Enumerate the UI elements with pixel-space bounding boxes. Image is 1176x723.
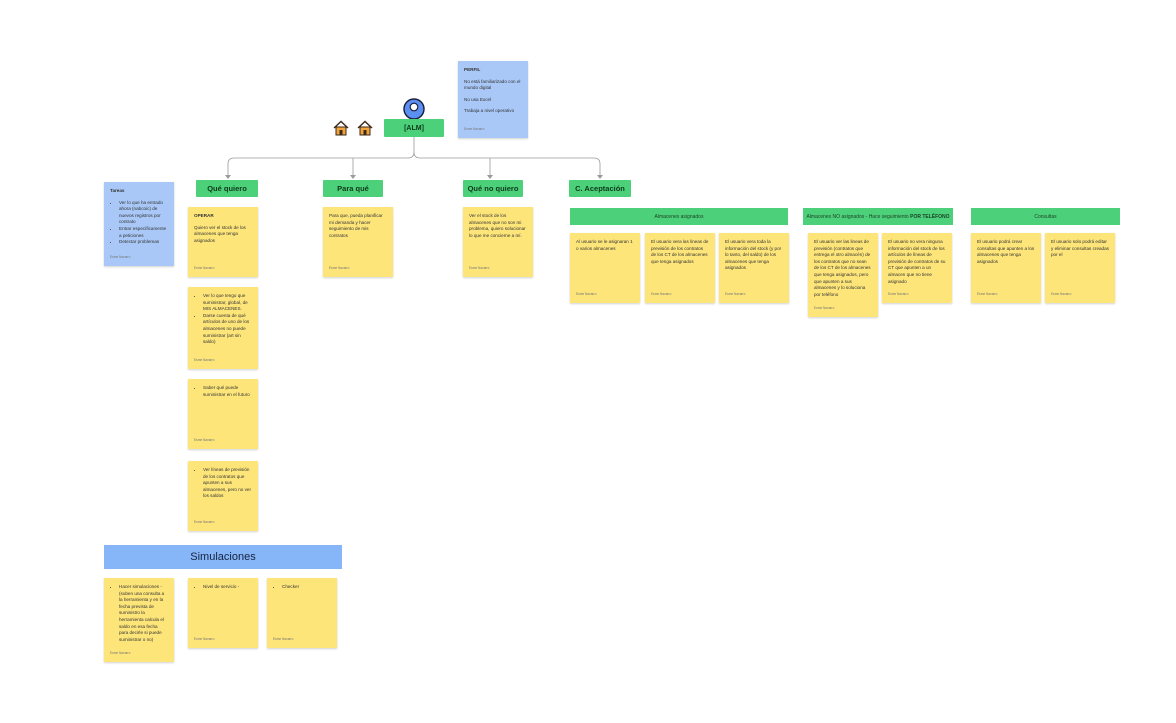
sticky-note[interactable]: Ver lo que tengo que suministrar, global… [188,287,258,369]
note-author: Esme Navarro [194,266,215,271]
task-item: Detectar problemas [119,239,168,246]
sticky-note[interactable]: Al usuario se le asignaran 1 o varios al… [570,233,640,303]
sticky-note[interactable]: Checker Esme Navarro [267,578,337,648]
note-author: Esme Navarro [651,292,672,297]
group-header-almacenes-no-asignados[interactable]: Almacenes NO asignados - Hace seguimient… [803,208,953,225]
persona-label[interactable]: [ALM] [384,119,444,137]
sticky-note[interactable]: Para que, pueda planificar mi demanda y … [323,207,393,277]
sticky-note[interactable]: El usuario ver las lineas de previsión (… [808,233,878,317]
sticky-note[interactable]: Nivel de servicio - Esme Navarro [188,578,258,648]
group-header-emphasis: POR TELÉFONO [910,213,950,220]
note-author: Esme Navarro [194,637,215,642]
note-author: Esme Navarro [110,651,131,656]
column-header-que-quiero[interactable]: Qué quiero [196,180,258,197]
note-title: OPERAR [194,213,214,218]
note-item: Checker [282,584,331,591]
column-header-aceptacion[interactable]: C. Aceptación [569,180,631,197]
profile-title: PERFIL [464,67,481,72]
simulaciones-header[interactable]: Simulaciones [104,545,342,569]
note-item: Saber qué puede suministrar en el futuro [203,385,252,398]
column-header-que-no-quiero[interactable]: Qué no quiero [463,180,523,197]
note-item: Ver líneas de previsión de los contratos… [203,467,252,500]
profile-note[interactable]: PERFIL No está familiarizado con el mund… [458,61,528,138]
note-item: Nivel de servicio - [203,584,252,591]
tasks-note[interactable]: Tareas Ver lo que ha entrado ahora (nabc… [104,182,174,266]
sticky-note[interactable]: El usuario no vera ninguna información d… [882,233,952,303]
note-text: El usuario podrá crear consultas que apu… [977,239,1035,264]
house-icon [357,120,373,136]
note-item: Ver lo que tengo que suministrar, global… [203,293,252,313]
sticky-note[interactable]: OPERAR Quiero ver el stock de los almace… [188,207,258,277]
tasks-title: Tareas [110,188,125,193]
note-text: Quiero ver el stock de los almacenes que… [194,224,246,243]
note-text: El usuario no vera ninguna información d… [888,239,946,284]
note-author: Esme Navarro [273,637,294,642]
sticky-note[interactable]: Ver el stock de los almacenes que no son… [463,207,533,277]
note-author: Esme Navarro [194,358,215,363]
note-author: Esme Navarro [194,520,215,525]
note-author: Esme Navarro [814,306,835,311]
note-author: Esme Navarro [329,266,350,271]
sticky-note[interactable]: El usuario podrá crear consultas que apu… [971,233,1041,303]
note-author: Esme Navarro [464,127,485,132]
user-avatar-icon [403,98,425,120]
note-text: El usuario vera las lineas de previsión … [651,239,709,264]
note-text: Al usuario se le asignaran 1 o varios al… [576,239,633,251]
note-text: El usuario solo podrá editar y eliminar … [1051,239,1109,258]
profile-line: No usa Excel [464,96,492,102]
group-header-consultas[interactable]: Consultas [971,208,1120,225]
sticky-note[interactable]: Hacer simulaciones - (suben una consulta… [104,578,174,662]
note-author: Esme Navarro [977,292,998,297]
profile-line: No está familiarizado con el mundo digit… [464,78,521,91]
note-author: Esme Navarro [1051,292,1072,297]
note-author: Esme Navarro [725,292,746,297]
note-text: Para que, pueda planificar mi demanda y … [329,213,383,238]
note-item: Hacer simulaciones - (suben una consulta… [119,584,168,643]
profile-line: Trabaja a nivel operativo [464,108,515,114]
note-author: Esme Navarro [110,255,131,260]
note-author: Esme Navarro [469,266,490,271]
group-header-almacenes-asignados[interactable]: Almacenes asignados [570,208,788,225]
note-text: El usuario vera toda la información del … [725,239,782,271]
group-header-text: Almacenes NO asignados - Hace seguimient… [806,213,911,220]
note-item: Darse cuenta de qué artículos de uno de … [203,313,252,346]
task-item: Entrar específicamente a peticiones [119,226,168,239]
note-text: Ver el stock de los almacenes que no son… [469,213,526,238]
column-header-para-que[interactable]: Para qué [323,180,383,197]
note-author: Esme Navarro [576,292,597,297]
note-text: El usuario ver las lineas de previsión (… [814,239,871,297]
task-item: Ver lo que ha entrado ahora (nabcoic) de… [119,200,168,226]
note-author: Esme Navarro [888,292,909,297]
sticky-note[interactable]: El usuario vera toda la información del … [719,233,789,303]
sticky-note[interactable]: Ver líneas de previsión de los contratos… [188,461,258,531]
sticky-note[interactable]: El usuario vera las lineas de previsión … [645,233,715,303]
note-author: Esme Navarro [194,438,215,443]
sticky-note[interactable]: Saber qué puede suministrar en el futuro… [188,379,258,449]
house-icon [333,120,349,136]
sticky-note[interactable]: El usuario solo podrá editar y eliminar … [1045,233,1115,303]
